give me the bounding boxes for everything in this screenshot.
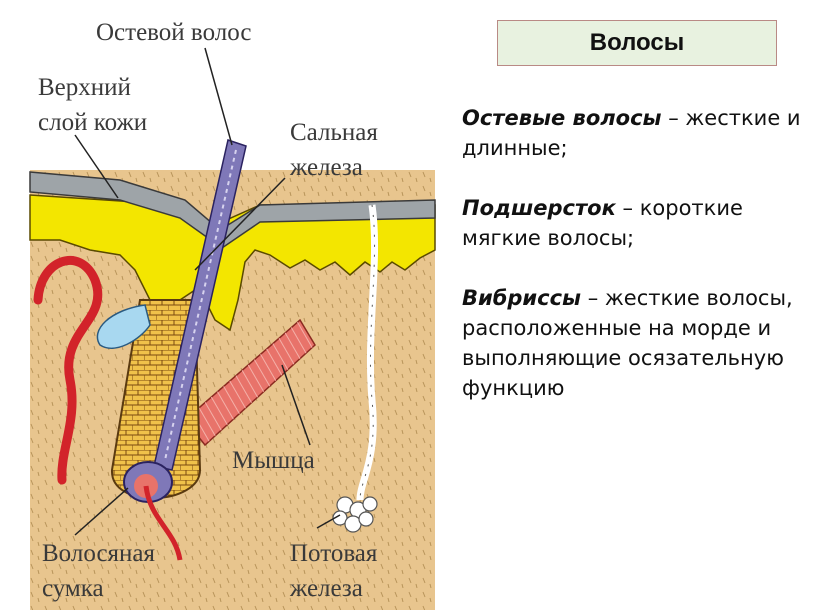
separator: – — [581, 286, 605, 310]
label-sweat-1: Потовая — [290, 540, 378, 567]
term-undercoat: Подшерсток — [462, 196, 616, 220]
label-skin-top-1: Верхний — [38, 74, 131, 101]
term-vibrissae: Вибриссы — [462, 286, 582, 310]
pointer-skin — [74, 134, 119, 199]
label-skin-top-2: слой кожи — [38, 109, 147, 136]
title-box: Волосы — [497, 20, 777, 66]
label-muscle: Мышца — [232, 447, 315, 474]
hair-shaft — [153, 139, 247, 471]
skin-hair-diagram: Остевой волос Верхний слой кожи Сальная … — [29, 19, 436, 610]
separator: – — [615, 196, 640, 220]
item-vibrissae: Вибриссы – жесткие волосы, расположенные… — [462, 283, 807, 403]
blood-vessel — [33, 255, 103, 485]
label-follicle-2: сумка — [42, 575, 104, 602]
epidermis — [29, 171, 436, 249]
title: Волосы — [589, 29, 685, 56]
pointer-guard-hair — [204, 47, 233, 146]
item-undercoat: Подшерсток – короткие мягкие волосы; — [462, 193, 807, 253]
label-sebaceous-1: Сальная — [290, 119, 378, 146]
pointer-muscle — [281, 364, 311, 446]
label-sebaceous-2: железа — [289, 154, 363, 181]
description: Остевые волосы – жесткие и длинные; Подш… — [462, 103, 807, 433]
pointer-sebaceous — [194, 177, 286, 271]
pointer-sweat — [316, 514, 341, 529]
separator: – — [661, 106, 686, 130]
term-guard-hairs: Остевые волосы — [462, 106, 662, 130]
label-guard-hair: Остевой волос — [96, 19, 251, 46]
text-guard-hairs: жесткие и длинные; — [462, 106, 801, 160]
sebaceous-gland — [96, 304, 151, 349]
label-sweat-2: железа — [289, 575, 363, 602]
papillary-layer — [29, 194, 436, 332]
sweat-gland — [332, 496, 378, 533]
item-guard-hairs: Остевые волосы – жесткие и длинные; — [462, 103, 807, 163]
label-follicle-1: Волосяная — [42, 540, 156, 567]
text-vibrissae: жесткие волосы, расположенные на морде и… — [462, 286, 793, 400]
text-undercoat: короткие мягкие волосы; — [462, 196, 743, 250]
pointer-follicle — [74, 487, 129, 536]
